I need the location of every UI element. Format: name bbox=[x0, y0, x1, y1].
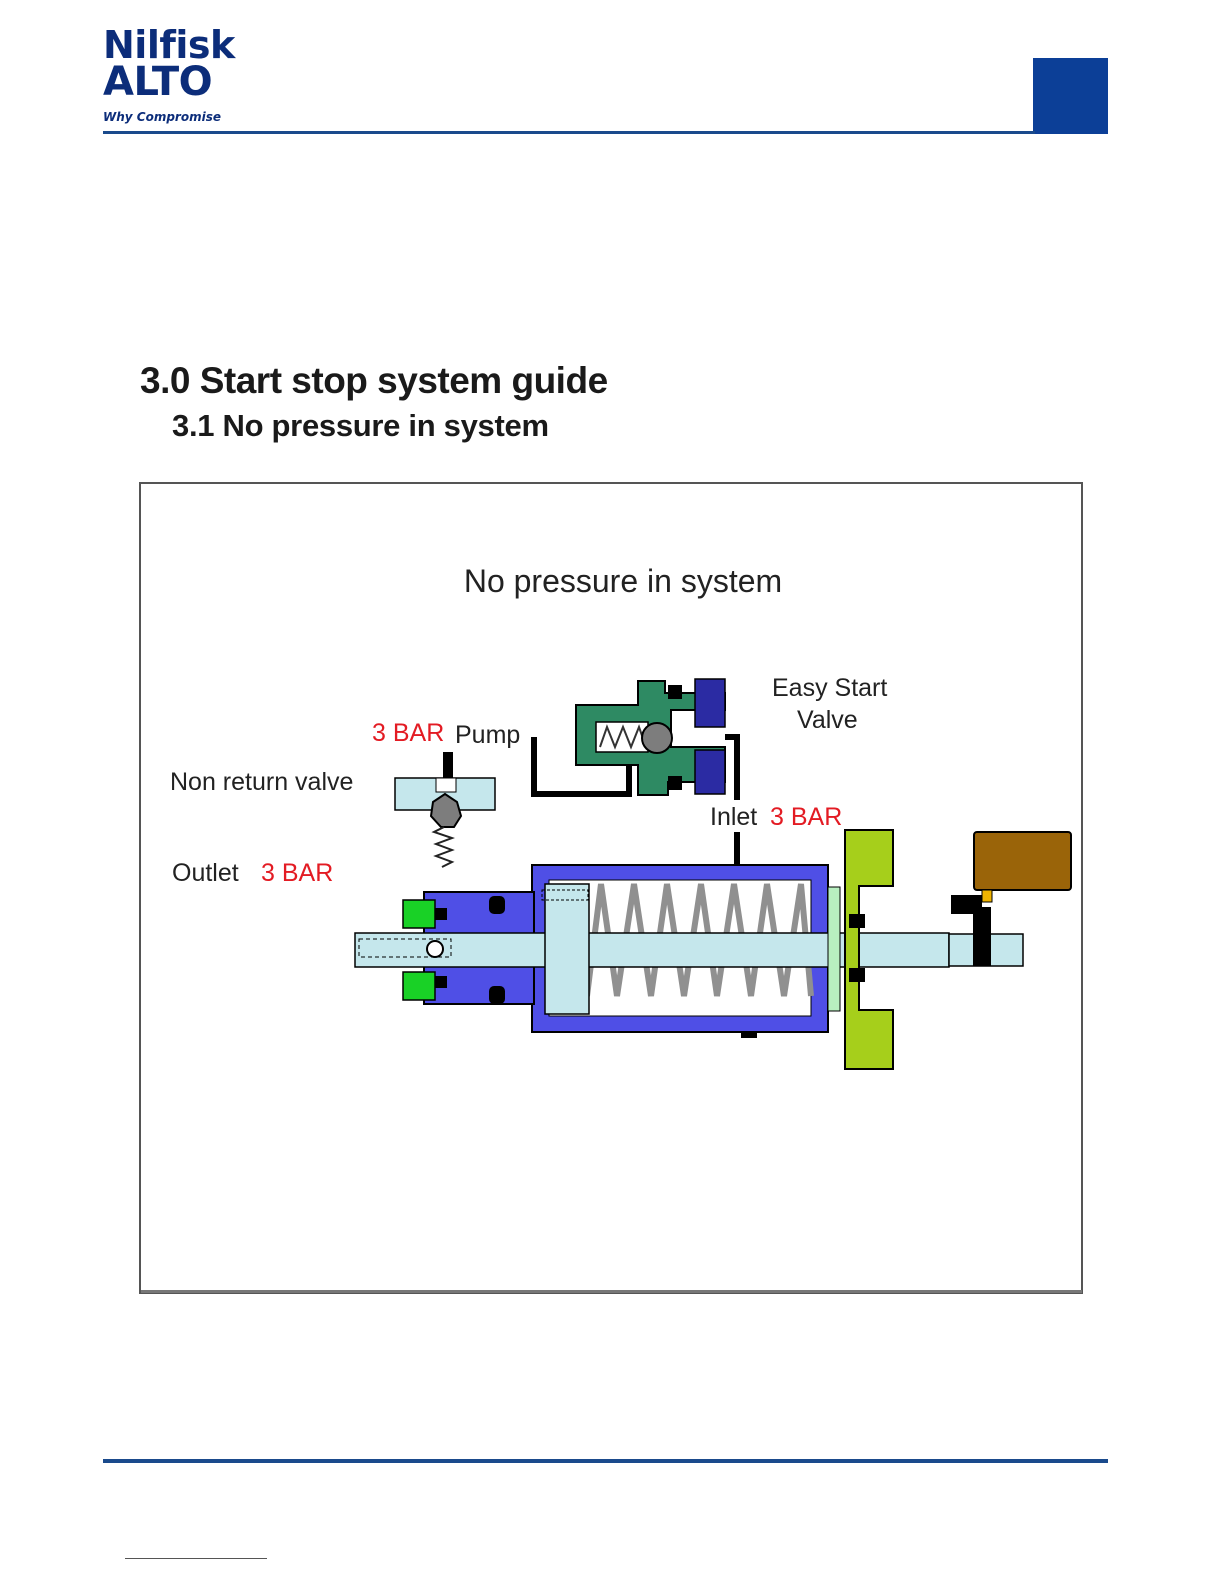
header-rule bbox=[103, 131, 1035, 134]
pump-label: Pump bbox=[455, 721, 520, 749]
pump-pressure-label: 3 BAR bbox=[372, 719, 444, 747]
end-oring-bottom bbox=[849, 968, 865, 982]
easy-start-oring-top bbox=[668, 685, 682, 699]
end-seal bbox=[828, 887, 840, 1011]
easy-start-ball bbox=[642, 723, 672, 753]
piston-head bbox=[545, 884, 589, 1014]
nrv-port bbox=[436, 778, 456, 792]
gland-oring-2 bbox=[435, 976, 447, 988]
rod-bore-port bbox=[427, 941, 443, 957]
easy-start-oring-bottom bbox=[668, 776, 682, 790]
gland-oring-4 bbox=[489, 986, 505, 1004]
footnote-rule bbox=[125, 1558, 267, 1559]
inlet-pressure-label: 3 BAR bbox=[770, 803, 842, 831]
subsection-title: 3.1 No pressure in system bbox=[172, 408, 549, 444]
easy-start-seal-top bbox=[695, 679, 725, 727]
section-title: 3.0 Start stop system guide bbox=[140, 360, 608, 402]
green-seal-bottom bbox=[403, 972, 435, 1000]
end-oring-top bbox=[849, 914, 865, 928]
outlet-label: Outlet bbox=[172, 859, 239, 887]
logo-line2: ALTO bbox=[103, 62, 235, 102]
green-seal-top bbox=[403, 900, 435, 928]
inlet-label: Inlet bbox=[710, 803, 757, 831]
gland-oring-1 bbox=[435, 908, 447, 920]
diagram-title: No pressure in system bbox=[464, 563, 782, 599]
bottom-port bbox=[741, 1032, 757, 1038]
header-color-block bbox=[1033, 58, 1108, 134]
footer-rule bbox=[103, 1459, 1108, 1463]
start-stop-diagram: No pressure in system bbox=[139, 482, 1083, 1294]
easy-start-seal-bottom bbox=[695, 750, 725, 794]
nilfisk-alto-logo: Nilfisk ALTO Why Compromise bbox=[103, 26, 235, 124]
easy-start-label-line1: Easy Start bbox=[772, 674, 887, 702]
microswitch-button bbox=[982, 890, 992, 902]
logo-tagline: Why Compromise bbox=[103, 110, 235, 124]
gland-oring-3 bbox=[489, 896, 505, 914]
nrv-pump-tap bbox=[443, 752, 453, 778]
easy-start-label-line2: Valve bbox=[797, 706, 858, 734]
diagram-svg: No pressure in system bbox=[139, 482, 1083, 1294]
frame-shadow bbox=[141, 1290, 1082, 1293]
non-return-valve-label: Non return valve bbox=[170, 768, 353, 796]
outlet-pressure-label: 3 BAR bbox=[261, 859, 333, 887]
microswitch bbox=[974, 832, 1071, 890]
